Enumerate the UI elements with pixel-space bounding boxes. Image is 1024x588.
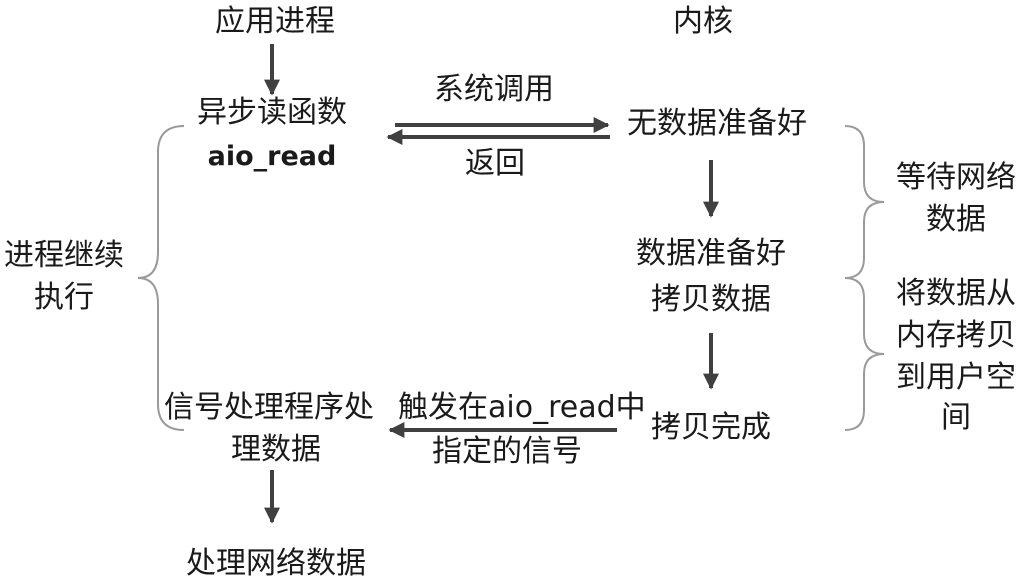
wait-network-label-line2: 数据 xyxy=(926,202,986,237)
process-network-data-label: 处理网络数据 xyxy=(186,546,366,581)
no-data-ready-label: 无数据准备好 xyxy=(627,106,807,141)
copy-data-label: 拷贝数据 xyxy=(651,282,771,317)
wait-network-label-line1: 等待网络 xyxy=(896,160,1016,195)
signal-handler-label-line2: 理数据 xyxy=(231,432,321,467)
system-call-label: 系统调用 xyxy=(434,72,554,107)
aio-read-label: aio_read xyxy=(207,141,337,172)
process-continues-label-line1: 进程继续 xyxy=(4,238,124,273)
async-read-function-label: 异步读函数 xyxy=(197,95,347,130)
copy-to-user-label-line2: 内存拷贝 xyxy=(896,318,1016,353)
brace-copy-user-space xyxy=(844,277,885,431)
copy-to-user-label-line1: 将数据从 xyxy=(896,276,1016,311)
copy-to-user-label-line3: 到用户空 xyxy=(896,360,1016,395)
return-label: 返回 xyxy=(465,146,525,181)
copy-done-label: 拷贝完成 xyxy=(651,410,771,445)
kernel-label: 内核 xyxy=(673,4,733,39)
brace-wait-network xyxy=(844,125,885,279)
signal-handler-label-line1: 信号处理程序处 xyxy=(164,390,374,425)
trigger-signal-label-line2: 指定的信号 xyxy=(432,434,582,469)
trigger-signal-label-line1: 触发在aio_read中 xyxy=(398,390,646,425)
process-continues-label-line2: 执行 xyxy=(34,280,94,315)
brace-process-continues xyxy=(137,125,185,431)
data-ready-label: 数据准备好 xyxy=(636,236,786,271)
copy-to-user-label-line4: 间 xyxy=(941,400,971,435)
app-process-label: 应用进程 xyxy=(215,4,335,39)
